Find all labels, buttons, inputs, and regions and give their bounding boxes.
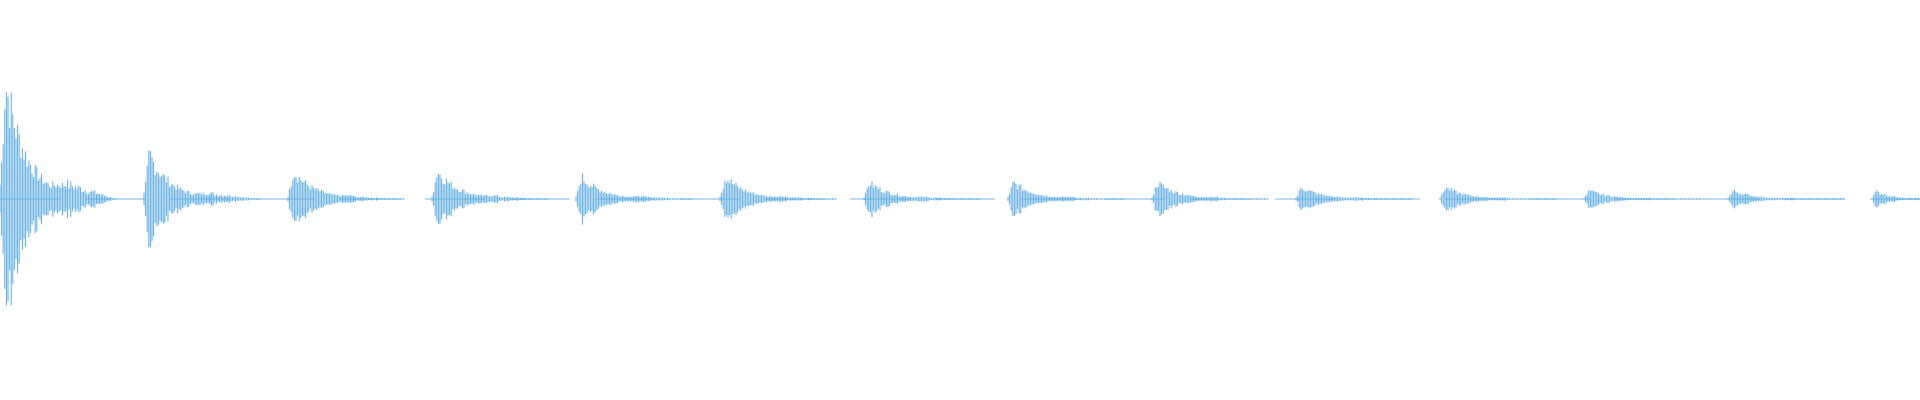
waveform-burst-path (1295, 188, 1413, 210)
waveform-burst (1151, 181, 1269, 217)
waveform-burst-path (1727, 189, 1845, 209)
waveform-burst (1295, 188, 1413, 210)
waveform-burst (287, 176, 405, 222)
waveform-burst (0, 92, 117, 306)
waveform-burst (863, 181, 981, 217)
waveform-burst-path (287, 176, 405, 222)
waveform-burst (143, 150, 261, 248)
waveform-burst (719, 179, 837, 219)
waveform-burst-path (1871, 190, 1920, 208)
waveform-burst (1727, 189, 1845, 209)
waveform-bursts (0, 92, 1920, 306)
waveform-burst-path (1439, 187, 1557, 211)
waveform-burst-path (0, 92, 117, 306)
waveform-burst (1583, 190, 1701, 208)
waveform-burst (1871, 190, 1920, 208)
waveform-burst-path (719, 179, 837, 219)
waveform-burst-path (143, 150, 261, 248)
waveform-burst (575, 173, 693, 225)
waveform-burst-path (575, 173, 693, 225)
waveform-burst-path (1583, 190, 1701, 208)
waveform-burst (1439, 187, 1557, 211)
waveform-burst (1007, 181, 1125, 217)
waveform-burst (431, 174, 549, 224)
waveform-burst-path (431, 174, 549, 224)
waveform-burst-path (1151, 181, 1269, 217)
waveform-burst-path (1007, 181, 1125, 217)
waveform-burst-path (863, 181, 981, 217)
